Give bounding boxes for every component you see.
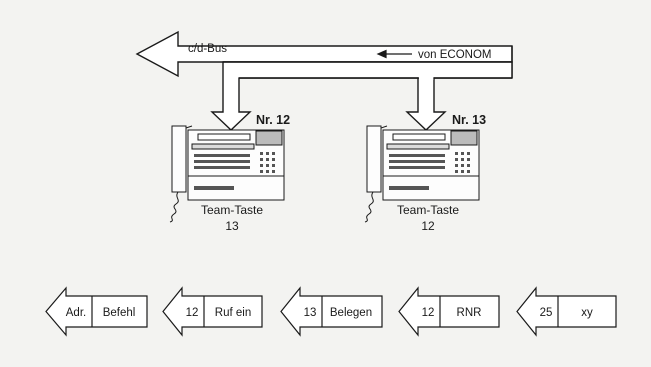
sequence-3-right: Belegen	[330, 307, 372, 319]
phone-13-key-label: Team-Taste	[397, 203, 459, 217]
econom-arrow	[376, 49, 412, 59]
cd-bus-label: c/d-Bus	[188, 43, 227, 55]
sequence-arrow-3: 13 Belegen	[280, 286, 383, 337]
sequence-1-left: Adr.	[66, 307, 86, 319]
econom-label: von ECONOM	[418, 49, 492, 61]
telephone-12-icon	[169, 125, 285, 223]
sequence-1-right: Befehl	[103, 307, 136, 319]
phone-12-key-number: 13	[225, 219, 239, 233]
phone-13-key-number: 12	[421, 219, 435, 233]
phone-12-key-label: Team-Taste	[201, 203, 263, 217]
telephone-13-icon	[364, 125, 480, 223]
bus-to-phone-13-arrow	[405, 77, 447, 131]
sequence-arrow-2: 12 Ruf ein	[162, 286, 263, 337]
sequence-arrow-4: 12 RNR	[398, 286, 500, 337]
sequence-5-right: xy	[581, 307, 593, 319]
sequence-2-left: 12	[186, 307, 199, 319]
sequence-2-right: Ruf ein	[215, 307, 251, 319]
sequence-arrow-5: 25 xy	[516, 286, 617, 337]
sequence-3-left: 13	[304, 307, 317, 319]
phone-13-number: Nr. 13	[452, 113, 486, 127]
sequence-arrow-1: Adr. Befehl	[45, 286, 148, 337]
sequence-4-right: RNR	[457, 307, 482, 319]
sequence-4-left: 12	[422, 307, 435, 319]
phone-12-number: Nr. 12	[256, 113, 290, 127]
sequence-5-left: 25	[540, 307, 553, 319]
message-sequence: Adr. Befehl 12 Ruf ein 13 Belegen 12 RNR…	[45, 286, 617, 337]
